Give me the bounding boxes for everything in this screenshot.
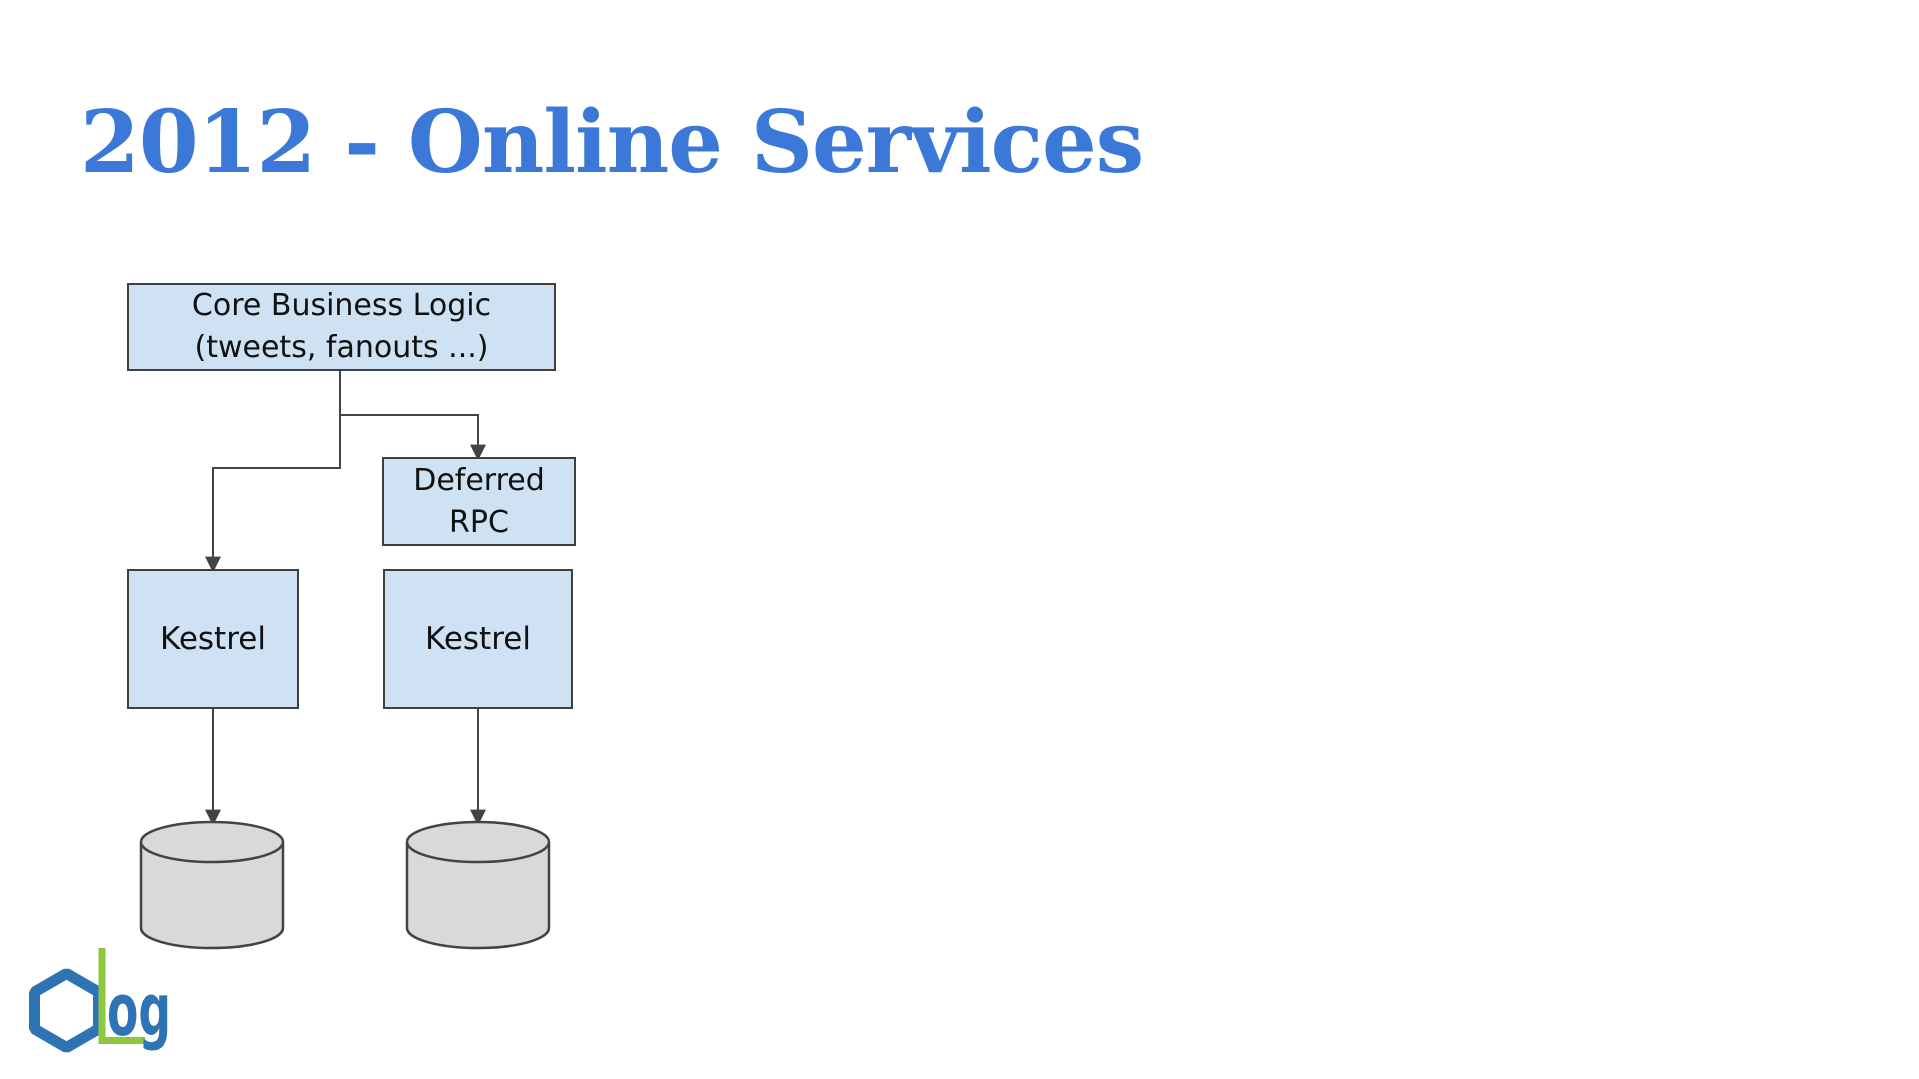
node-core-label-line1: Core Business Logic (191, 288, 492, 323)
logo: og (29, 948, 171, 1053)
node-kestrel-right-label: Kestrel (425, 621, 531, 657)
logo-text: og (107, 968, 171, 1052)
database-cylinder-right (405, 820, 551, 950)
logo-green-l-icon (98, 948, 145, 1044)
connector-core-to-kestrel-left (205, 371, 341, 573)
node-kestrel-left-label: Kestrel (160, 621, 266, 657)
node-kestrel-right: Kestrel (383, 569, 573, 709)
node-deferred-label-line2: RPC (449, 504, 509, 540)
node-kestrel-left: Kestrel (127, 569, 299, 709)
node-core-label-line2: (tweets, fanouts ...) (194, 330, 489, 365)
database-cylinder-left (139, 820, 285, 950)
node-deferred-rpc: Deferred RPC (382, 457, 576, 546)
node-core-business-logic: Core Business Logic (tweets, fanouts ...… (127, 283, 556, 371)
node-deferred-label-line1: Deferred (413, 462, 545, 498)
logo-hexagon-icon (29, 968, 104, 1053)
slide-title: 2012 - Online Services (80, 92, 1144, 193)
connector-core-to-deferred-rpc (340, 414, 486, 461)
